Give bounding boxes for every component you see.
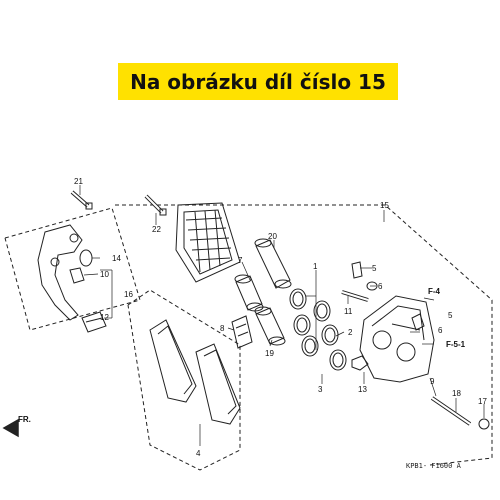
callout-4: 4 xyxy=(196,449,201,458)
callout-16: 16 xyxy=(124,290,133,299)
callout-20: 20 xyxy=(268,232,277,241)
callout-8: 8 xyxy=(220,324,225,333)
outline-caliper-group xyxy=(115,204,493,466)
shim-8 xyxy=(231,315,253,349)
piston-7 xyxy=(234,274,264,312)
caliper-cover xyxy=(175,202,241,283)
nut-13 xyxy=(351,355,369,371)
callout-21: 21 xyxy=(74,177,83,186)
banner-text: Na obrázku díl číslo 15 xyxy=(130,69,386,94)
callout-15: 15 xyxy=(380,201,389,210)
boot-14 xyxy=(79,249,93,267)
callout-10: 10 xyxy=(100,270,109,279)
ref-f4: F-4 xyxy=(428,287,441,296)
callout-5-top: 5 xyxy=(372,264,377,273)
callout-9: 9 xyxy=(430,377,435,386)
pin-12 xyxy=(81,311,107,333)
caliper-bracket xyxy=(37,224,83,321)
part-number-banner: Na obrázku díl číslo 15 xyxy=(118,63,398,100)
washer-17 xyxy=(478,418,490,430)
outline-bracket-group xyxy=(4,207,141,331)
ref-f51: F-5-1 xyxy=(446,340,466,349)
bolt-21 xyxy=(70,190,93,210)
piston-19 xyxy=(254,306,286,346)
callout-18: 18 xyxy=(452,389,461,398)
callout-6-right: 6 xyxy=(438,326,443,335)
front-arrow xyxy=(2,418,19,438)
outline-pads-group xyxy=(127,289,241,471)
front-arrow-label: FR. xyxy=(18,415,31,424)
callout-14: 14 xyxy=(112,254,121,263)
bolt-22 xyxy=(144,194,167,216)
callout-2: 2 xyxy=(348,328,353,337)
leader-lines xyxy=(79,185,485,446)
cap-6 xyxy=(366,281,378,291)
callout-labels: 21 22 15 20 14 10 16 12 7 1 5 6 F-4 5 11… xyxy=(18,177,487,470)
callout-7: 7 xyxy=(238,256,243,265)
piston-20 xyxy=(254,238,292,289)
callout-11: 11 xyxy=(344,307,353,316)
callout-17: 17 xyxy=(478,397,487,406)
bleeder-5b xyxy=(411,313,425,331)
callout-22: 22 xyxy=(152,225,161,234)
bleeder-5 xyxy=(351,261,363,279)
callout-1: 1 xyxy=(313,262,318,271)
callout-12: 12 xyxy=(100,313,109,322)
clip-10 xyxy=(69,267,85,284)
brake-pads-4 xyxy=(149,319,241,425)
callout-5-right: 5 xyxy=(448,311,453,320)
callout-13: 13 xyxy=(358,385,367,394)
callout-19: 19 xyxy=(265,349,274,358)
diagram-code: KPB1- F1600 A xyxy=(406,462,462,470)
seals-set xyxy=(289,288,347,371)
caliper-body xyxy=(359,295,435,383)
callout-3: 3 xyxy=(318,385,323,394)
pin-11 xyxy=(341,290,369,302)
bolt-18 xyxy=(430,396,472,426)
callout-6-top: 6 xyxy=(378,282,383,291)
